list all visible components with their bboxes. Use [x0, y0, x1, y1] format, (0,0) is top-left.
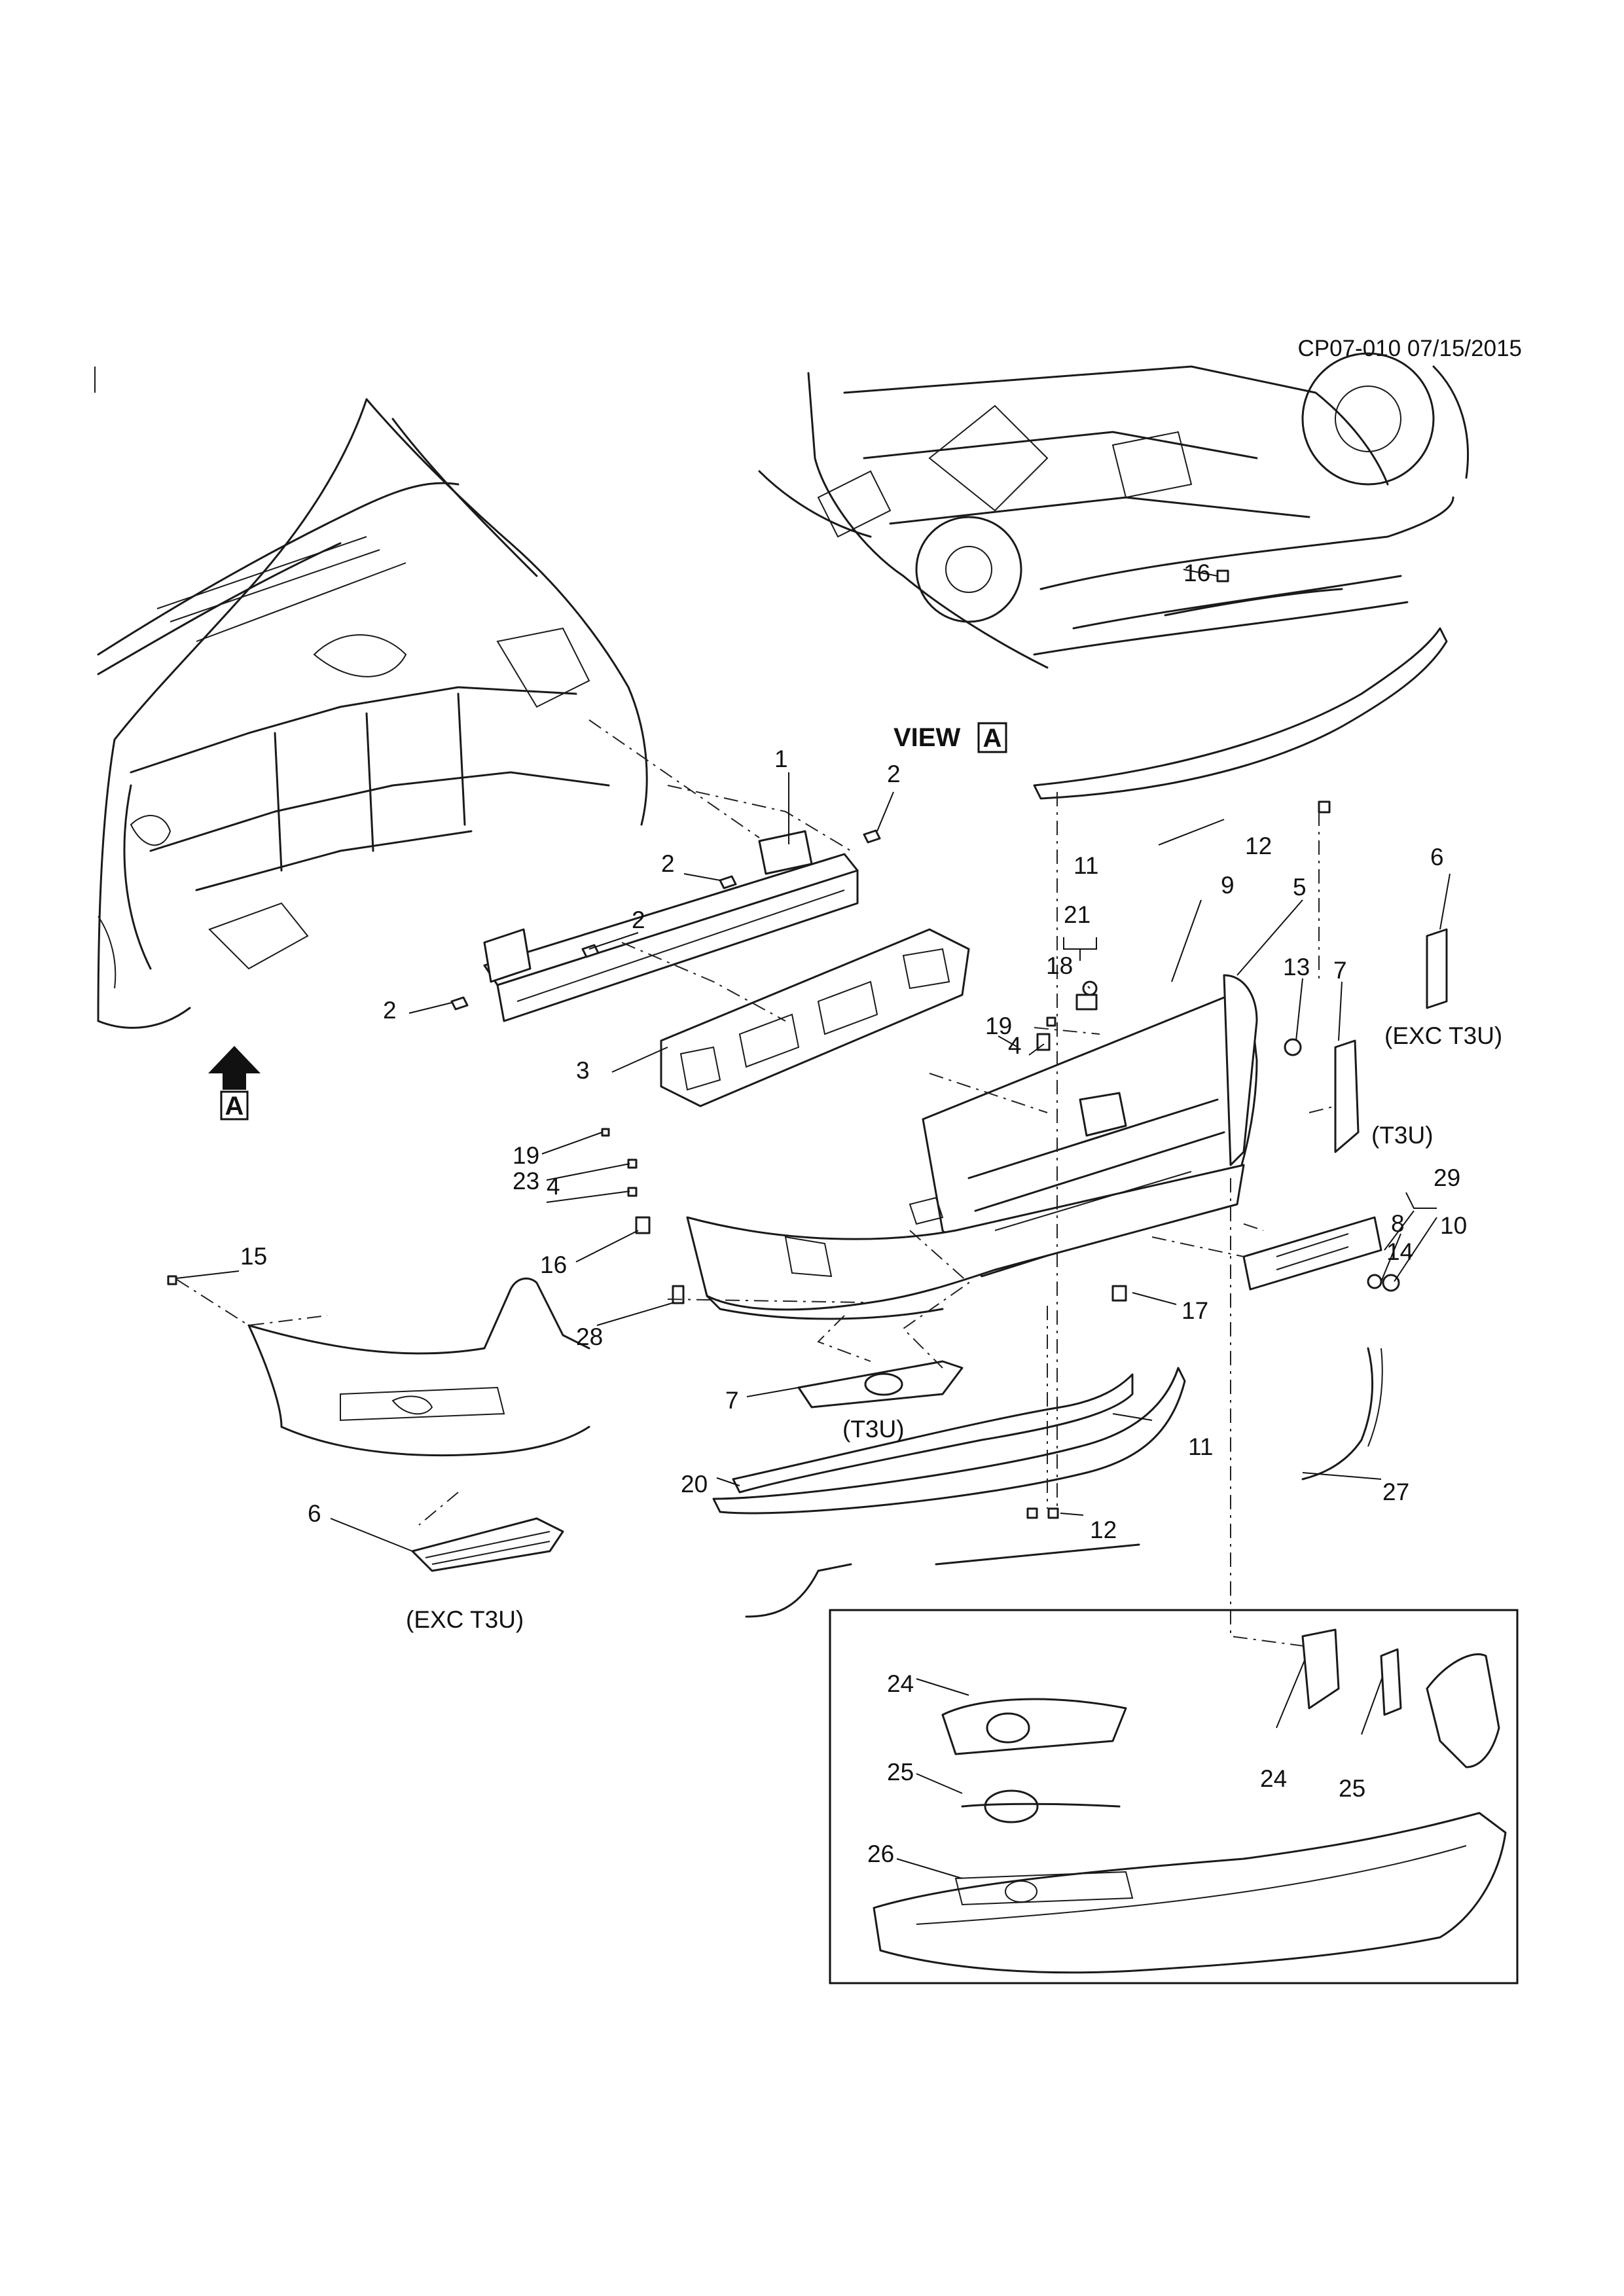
option-notes: (EXC T3U) (T3U) (T3U) (EXC T3U) — [406, 1022, 1502, 1633]
lower-grille-left-slats — [425, 1531, 550, 1565]
callout-4: 4 — [547, 1173, 560, 1200]
molding-part-edge — [1367, 1348, 1383, 1447]
callout-9: 9 — [1221, 872, 1235, 899]
callout-5: 5 — [1293, 874, 1307, 901]
note-t3u: (T3U) — [1371, 1122, 1434, 1149]
callout-20: 20 — [681, 1471, 708, 1498]
note-t3u: (T3U) — [842, 1416, 905, 1443]
splitter-view-a-part — [1033, 627, 1448, 800]
energy-absorber-part — [660, 928, 970, 1107]
callout-14: 14 — [1386, 1238, 1413, 1265]
callout-7: 7 — [725, 1387, 739, 1414]
bolt-parts — [450, 829, 881, 1011]
arrow-letter-box — [220, 1090, 249, 1121]
detail-inset-frame — [829, 1609, 1519, 1984]
callout-6: 6 — [1430, 844, 1444, 870]
callout-4: 4 — [1008, 1032, 1022, 1059]
view-letter: A — [983, 724, 1002, 753]
callout-numbers: 1 2 2 2 2 3 4 4 5 6 6 7 7 8 9 10 11 11 1… — [240, 560, 1467, 1867]
callout-27: 27 — [1382, 1479, 1409, 1505]
callout-2: 2 — [661, 850, 675, 877]
callout-19: 19 — [985, 1013, 1012, 1039]
callout-16: 16 — [540, 1251, 567, 1278]
callout-11: 11 — [1074, 852, 1098, 879]
alignment-lines — [176, 719, 1336, 1650]
underbody-view-drawing — [758, 352, 1469, 669]
callout-13: 13 — [1283, 954, 1310, 980]
callout-25: 25 — [887, 1759, 914, 1785]
callout-1: 1 — [774, 745, 788, 772]
callout-29: 29 — [1434, 1164, 1460, 1191]
callout-26: 26 — [867, 1840, 894, 1867]
callout-21-bracket — [1063, 937, 1097, 961]
lower-bumper-fascia-part — [686, 1164, 1245, 1320]
lower-grille-right-part — [1426, 928, 1448, 1009]
callout-7: 7 — [1333, 957, 1347, 984]
license-bracket-part — [1242, 1216, 1382, 1291]
left-bumper-view — [247, 1277, 590, 1457]
callout-16: 16 — [1183, 560, 1210, 586]
callout-11: 11 — [1188, 1433, 1213, 1460]
callout-2: 2 — [887, 761, 901, 787]
callout-2: 2 — [383, 997, 397, 1024]
callout-3: 3 — [576, 1057, 590, 1084]
fog-bezel-right-part — [1334, 1039, 1360, 1153]
callout-8: 8 — [1391, 1210, 1405, 1237]
callout-24: 24 — [1260, 1765, 1287, 1792]
callout-19: 19 — [513, 1142, 539, 1169]
note-exc-t3u: (EXC T3U) — [1384, 1022, 1502, 1049]
arrow-letter: A — [225, 1092, 244, 1121]
callout-28: 28 — [576, 1323, 603, 1350]
impact-bar-part — [483, 830, 859, 1022]
note-exc-t3u: (EXC T3U) — [406, 1606, 524, 1633]
callout-2: 2 — [632, 906, 645, 933]
view-title: VIEW — [893, 723, 960, 752]
leader-lines — [176, 569, 1451, 1879]
callout-29-bracket — [1405, 1192, 1437, 1209]
callout-21: 21 — [1064, 901, 1091, 928]
detail-inset — [829, 1609, 1519, 1984]
view-a-label: VIEW A — [893, 722, 1007, 753]
callout-10: 10 — [1440, 1212, 1467, 1239]
callout-6: 6 — [308, 1500, 321, 1527]
callout-15: 15 — [240, 1243, 267, 1270]
callout-24: 24 — [887, 1670, 914, 1697]
diagram-code: CP07-010 07/15/2015 — [1298, 336, 1523, 361]
engine-compartment-drawing — [97, 398, 648, 1029]
callout-23: 23 — [513, 1168, 539, 1194]
callout-17: 17 — [1182, 1297, 1208, 1324]
view-letter-box — [977, 722, 1007, 753]
view-direction-arrow: A — [208, 1046, 261, 1121]
trim-strip-part-2 — [935, 1543, 1140, 1566]
callout-18: 18 — [1046, 952, 1073, 979]
callout-12: 12 — [1090, 1516, 1117, 1543]
lower-splitter-part — [712, 1367, 1186, 1515]
callout-25: 25 — [1339, 1775, 1365, 1802]
callout-12: 12 — [1245, 833, 1272, 859]
molding-part — [1301, 1347, 1374, 1480]
fog-bezel-part — [797, 1360, 964, 1408]
trim-strip-part — [745, 1563, 852, 1618]
up-arrow-icon — [208, 1046, 261, 1090]
